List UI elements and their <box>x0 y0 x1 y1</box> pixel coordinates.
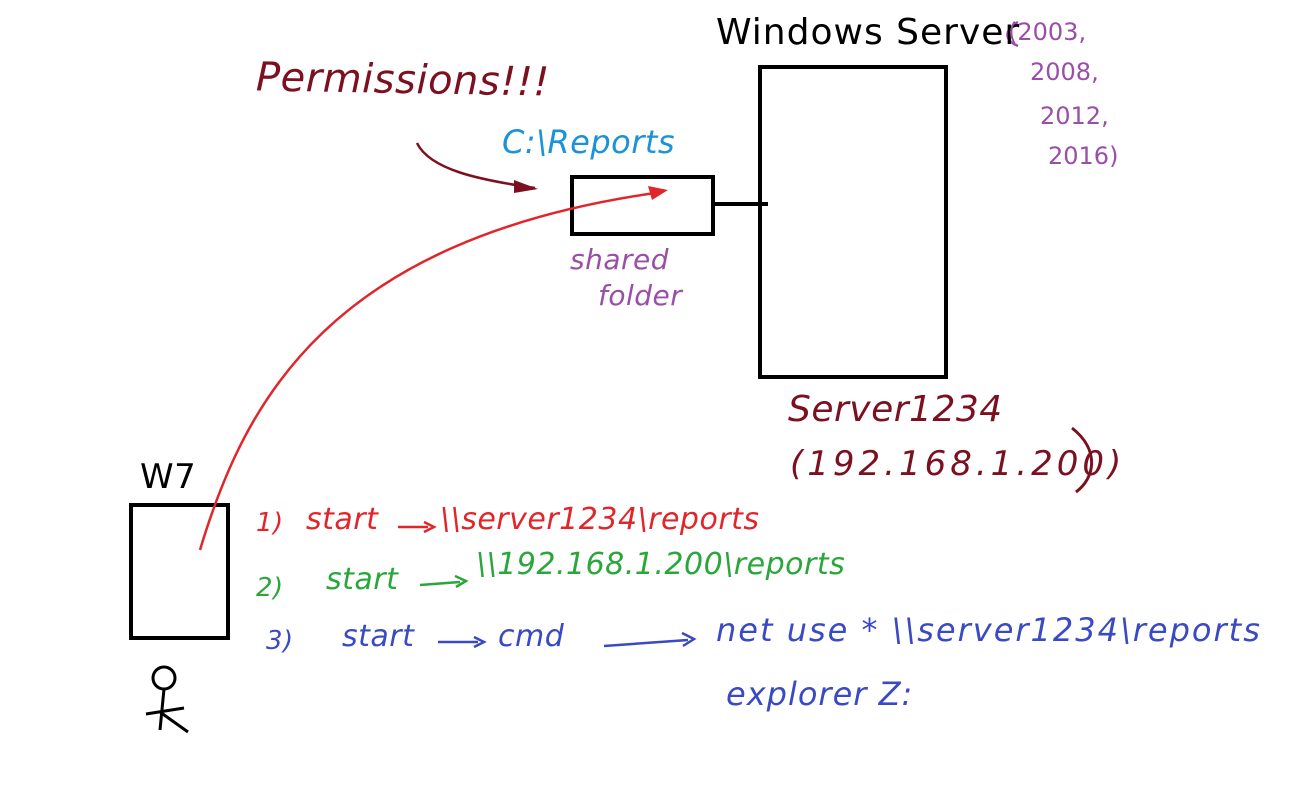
step1-target: \\server1234\reports <box>440 502 760 537</box>
access-arrow <box>198 191 656 551</box>
server-version: (2003, <box>1008 18 1087 46</box>
server-box <box>758 65 948 379</box>
step1-number: 1) <box>256 508 284 538</box>
server-version: 2016) <box>1048 142 1119 170</box>
step3-command: net use * \\server1234\reports <box>716 611 1262 649</box>
permissions-note: Permissions!!! <box>255 54 551 106</box>
step3-number: 3) <box>266 626 294 656</box>
step2-number: 2) <box>256 573 284 603</box>
version-bracket <box>1006 20 1019 48</box>
permissions-arrowhead <box>514 180 538 193</box>
step2-arrowhead <box>454 574 469 589</box>
step3-target: cmd <box>498 619 565 654</box>
share-caption-line2: folder <box>598 279 683 312</box>
step3-arrowhead-a <box>473 635 487 649</box>
step1-start: start <box>306 502 379 537</box>
step2-arrow <box>419 580 461 587</box>
ip-paren <box>1071 426 1094 494</box>
client-box <box>129 503 230 640</box>
shared-folder-box <box>570 175 715 236</box>
step1-arrowhead <box>423 520 437 534</box>
client-name: W7 <box>140 457 197 497</box>
user-figure-icon <box>145 665 189 734</box>
access-arrowhead <box>648 186 668 200</box>
step3-command2: explorer Z: <box>726 675 914 713</box>
step2-target: \\192.168.1.200\reports <box>476 547 846 582</box>
server-ip: (192.168.1.200) <box>790 444 1126 484</box>
server-title: Windows Server <box>716 12 1021 53</box>
server-name: Server1234 <box>788 389 1003 430</box>
server-version: 2008, <box>1030 58 1099 86</box>
step3-arrow-b <box>603 638 689 648</box>
share-path: C:\Reports <box>502 123 676 161</box>
step2-start: start <box>326 562 399 597</box>
step3-start: start <box>342 619 415 654</box>
step3-arrowhead-b <box>681 631 697 648</box>
server-version: 2012, <box>1040 102 1109 130</box>
share-caption-line1: shared <box>570 243 670 276</box>
